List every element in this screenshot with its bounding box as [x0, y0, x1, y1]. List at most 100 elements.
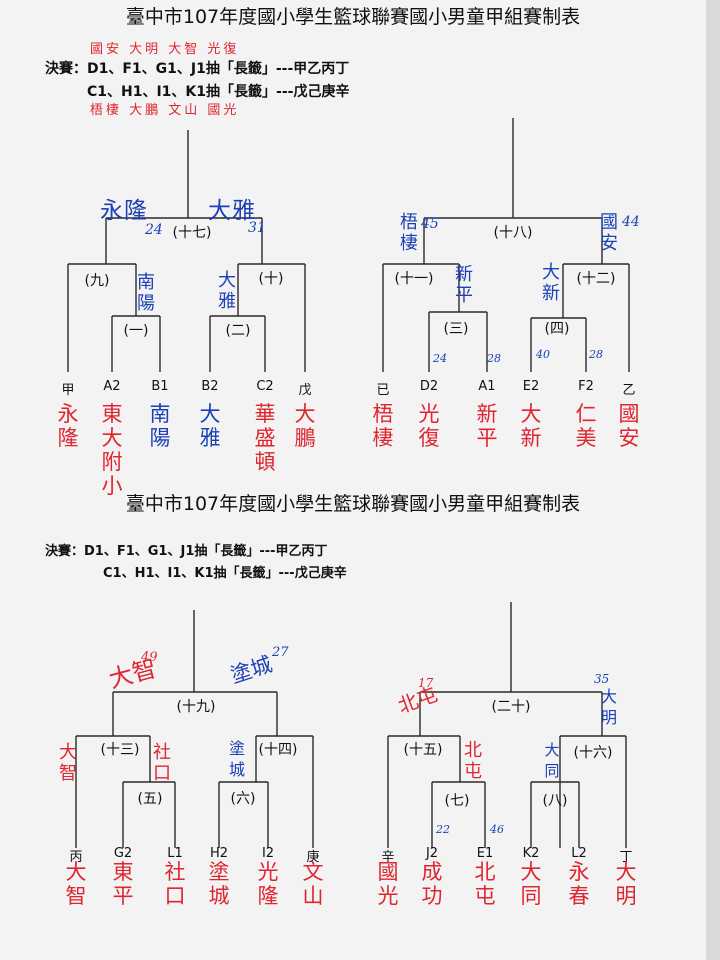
team-name: 永隆	[57, 402, 79, 450]
bottom-bracket-lines	[75, 602, 627, 848]
bottom-final-rule-2: C1、H1、I1、K1抽「長籤」---戊己庚辛	[103, 566, 347, 581]
team-name: 梧棲	[372, 402, 394, 450]
bracket-18: (十八)	[493, 225, 533, 241]
winner-20-right: 大明	[600, 687, 617, 727]
score-3-left: 24	[433, 352, 447, 365]
bracket-16: (十六)	[573, 745, 613, 761]
top-sheet-title: 臺中市107年度國小學生籃球聯賽國小男童甲組賽制表	[125, 6, 581, 28]
slot-code: 已	[376, 383, 390, 398]
bottom-sheet-title: 臺中市107年度國小學生籃球聯賽國小男童甲組賽制表	[125, 493, 581, 515]
bracket-11: (十一)	[394, 271, 434, 287]
slot-code: A1	[478, 379, 496, 394]
team-name: 仁美	[575, 402, 597, 450]
slot-code: E2	[522, 379, 540, 394]
team-name: 大雅	[199, 402, 221, 450]
winner-6: 塗城	[228, 739, 245, 779]
bracket-20: (二十)	[491, 699, 531, 715]
team-name: 南陽	[149, 402, 171, 450]
score-17-right: 31	[248, 220, 266, 236]
slot-code: A2	[103, 379, 121, 394]
score-20-right: 35	[594, 672, 610, 686]
score-3-right: 28	[487, 352, 501, 365]
bracket-15: (十五)	[403, 742, 443, 758]
team-name: 文山	[302, 860, 324, 908]
score-4-left: 40	[536, 348, 550, 361]
winner-4: 大新	[542, 262, 560, 304]
slot-code: C2	[256, 379, 274, 394]
score-7-right: 46	[490, 823, 504, 836]
team-name: 華盛頓	[254, 402, 276, 474]
winner-5: 社口	[153, 742, 171, 784]
top-note-above: 國安 大明 大智 光復	[90, 42, 240, 57]
score-7-left: 22	[436, 823, 450, 836]
slot-code: B2	[201, 379, 219, 394]
bracket-3: (三)	[443, 321, 469, 337]
top-final-rule-1: 決賽：D1、F1、G1、J1抽「長籤」---甲乙丙丁	[45, 61, 350, 77]
team-name: 大智	[65, 860, 87, 908]
slot-code: 甲	[61, 383, 75, 398]
slot-code: 辛	[381, 850, 395, 865]
team-name: 國安	[618, 402, 640, 450]
page-edge-shadow	[706, 0, 720, 960]
top-final-rule-2: C1、H1、I1、K1抽「長籤」---戊己庚辛	[87, 84, 350, 100]
slot-code: E1	[476, 846, 494, 861]
bracket-4: (四)	[544, 321, 570, 337]
score-17-left: 24	[145, 222, 163, 238]
bracket-19: (十九)	[176, 699, 216, 715]
bracket-10: (十)	[258, 271, 284, 287]
score-4-right: 28	[589, 348, 603, 361]
score-19-left: 49	[141, 650, 158, 665]
winner-1: 南陽	[137, 272, 155, 314]
team-name: 北屯	[474, 860, 496, 908]
team-name: 成功	[421, 860, 443, 908]
slot-code: J2	[425, 846, 439, 861]
top-note-below: 梧棲 大鵬 文山 國光	[90, 103, 240, 118]
slot-code: 戊	[298, 383, 312, 398]
team-name: 大鵬	[294, 402, 316, 450]
slot-code: K2	[522, 846, 540, 861]
slot-code: 乙	[622, 383, 636, 398]
bracket-13: (十三)	[100, 742, 140, 758]
winner-17-left: 永隆	[100, 198, 148, 224]
winner-3: 新平	[455, 264, 473, 306]
slot-code: F2	[578, 379, 594, 394]
bracket-7: (七)	[444, 793, 470, 809]
bracket-9: (九)	[84, 273, 110, 289]
bracket-6: (六)	[230, 791, 256, 807]
bracket-12: (十二)	[576, 271, 616, 287]
team-name: 永春	[568, 860, 590, 908]
team-name: 塗城	[208, 860, 230, 908]
score-18-left: 45	[421, 216, 439, 232]
winner-7: 北屯	[464, 740, 482, 782]
slot-code: B1	[151, 379, 169, 394]
bracket-2: (二)	[225, 323, 251, 339]
team-name: 東平	[112, 860, 134, 908]
team-name: 大同	[520, 860, 542, 908]
winner-18-left: 梧棲	[400, 212, 418, 254]
top-bracket-lines	[67, 118, 630, 372]
slot-code: 庚	[306, 850, 320, 865]
slot-code: 丙	[69, 850, 83, 865]
slot-code: 丁	[619, 850, 633, 865]
bracket-17: (十七)	[172, 225, 212, 241]
team-name: 社口	[164, 860, 186, 908]
bracket-5: (五)	[137, 791, 163, 807]
winner-2: 大雅	[218, 270, 236, 312]
winner-8: 大同	[544, 741, 560, 780]
bottom-final-rule-1: 決賽：D1、F1、G1、J1抽「長籤」---甲乙丙丁	[45, 544, 328, 559]
team-name: 大新	[520, 402, 542, 450]
team-name: 東大附小	[101, 402, 123, 498]
score-18-right: 44	[622, 214, 640, 230]
score-19-right: 27	[272, 645, 289, 660]
slot-code: G2	[113, 846, 133, 861]
bracket-14: (十四)	[258, 742, 298, 758]
team-name: 新平	[476, 402, 498, 450]
team-name: 光隆	[257, 860, 279, 908]
slot-code: H2	[209, 846, 229, 861]
team-name: 國光	[377, 860, 399, 908]
team-name: 光復	[418, 402, 440, 450]
slot-code: D2	[419, 379, 439, 394]
slot-code: L1	[167, 846, 183, 861]
winner-18-right: 國安	[600, 212, 618, 254]
